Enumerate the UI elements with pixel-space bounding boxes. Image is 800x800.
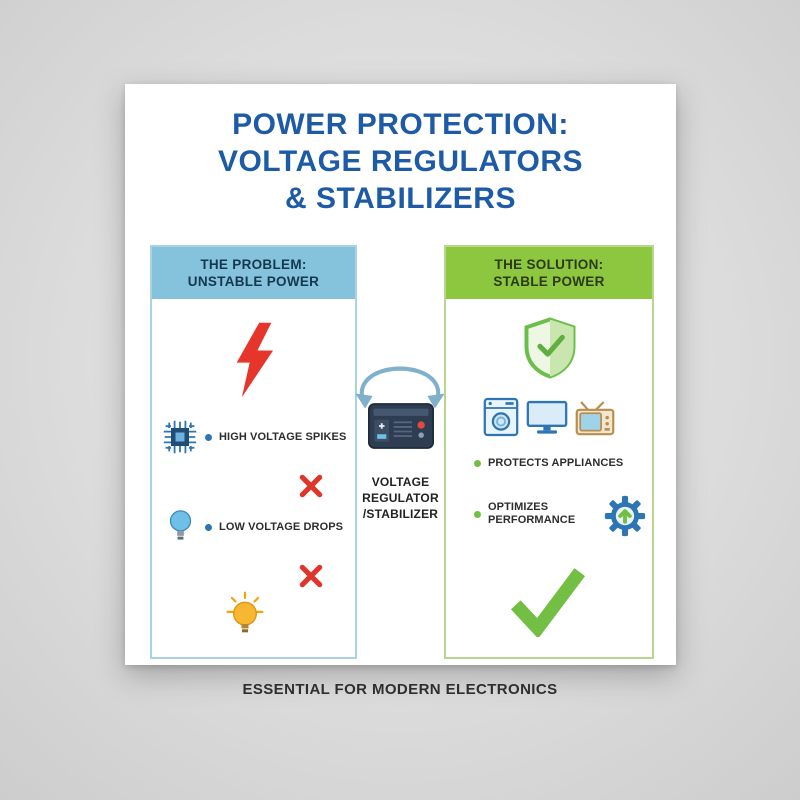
microchip-icon	[162, 419, 198, 455]
page-title: POWER PROTECTION: VOLTAGE REGULATORS & S…	[125, 106, 676, 217]
problem-header-line-1: THE PROBLEM:	[200, 257, 307, 272]
regulator-label-line-3: /STABILIZER	[362, 507, 439, 521]
problem-panel: THE PROBLEM: UNSTABLE POWER	[150, 245, 357, 659]
solution-panel-header: THE SOLUTION: STABLE POWER	[446, 247, 652, 299]
bullet-dot	[205, 524, 212, 531]
title-line-2: VOLTAGE REGULATORS	[217, 145, 584, 178]
regulator-label-line-2: REGULATOR	[362, 491, 439, 505]
bullet-dot	[474, 460, 481, 467]
appliances-row	[446, 397, 652, 442]
washing-machine-icon	[483, 397, 519, 442]
problem-item-row: LOW VOLTAGE DROPS	[162, 509, 351, 546]
cycle-arrows-icon	[348, 362, 452, 425]
shield-check-icon	[522, 317, 578, 384]
solution-item-row: PROTECTS APPLIANCES	[474, 457, 646, 470]
solution-item-label: OPTIMIZES PERFORMANCE	[488, 501, 576, 526]
footer-tagline: ESSENTIAL FOR MODERN ELECTRONICS	[242, 681, 558, 698]
bulb-icon	[162, 509, 198, 546]
title-line-1: POWER PROTECTION:	[232, 108, 569, 141]
problem-panel-header: THE PROBLEM: UNSTABLE POWER	[152, 247, 355, 299]
cross-icon	[298, 563, 324, 594]
lightning-bolt-icon	[228, 321, 280, 404]
solution-item-row: OPTIMIZES PERFORMANCE	[474, 501, 600, 527]
bullet-dot	[474, 510, 481, 518]
solution-panel: THE SOLUTION: STABLE POWER	[444, 245, 654, 659]
title-line-3: & STABILIZERS	[285, 182, 516, 215]
monitor-icon	[526, 400, 568, 442]
bullet-dot	[205, 433, 212, 441]
glowing-bulb-icon	[224, 591, 266, 643]
problem-item-row: HIGH VOLTAGE SPIKES	[162, 419, 351, 455]
solution-header-line-2: STABLE POWER	[493, 274, 605, 289]
solution-header-line-1: THE SOLUTION:	[494, 257, 604, 272]
checkmark-icon	[508, 565, 586, 642]
regulator-label: VOLTAGE REGULATOR /STABILIZER	[337, 474, 464, 522]
cross-icon	[298, 473, 324, 504]
tv-icon	[575, 400, 615, 442]
solution-item-label: PROTECTS APPLIANCES	[488, 457, 624, 469]
problem-item-label: HIGH VOLTAGE SPIKES	[219, 430, 347, 443]
voltage-regulator-icon	[368, 400, 434, 457]
gear-upgrade-icon	[604, 495, 646, 542]
problem-header-line-2: UNSTABLE POWER	[187, 274, 320, 289]
problem-item-label: LOW VOLTAGE DROPS	[219, 521, 344, 533]
regulator-label-line-1: VOLTAGE	[371, 475, 430, 489]
infographic-card: POWER PROTECTION: VOLTAGE REGULATORS & S…	[125, 84, 676, 665]
